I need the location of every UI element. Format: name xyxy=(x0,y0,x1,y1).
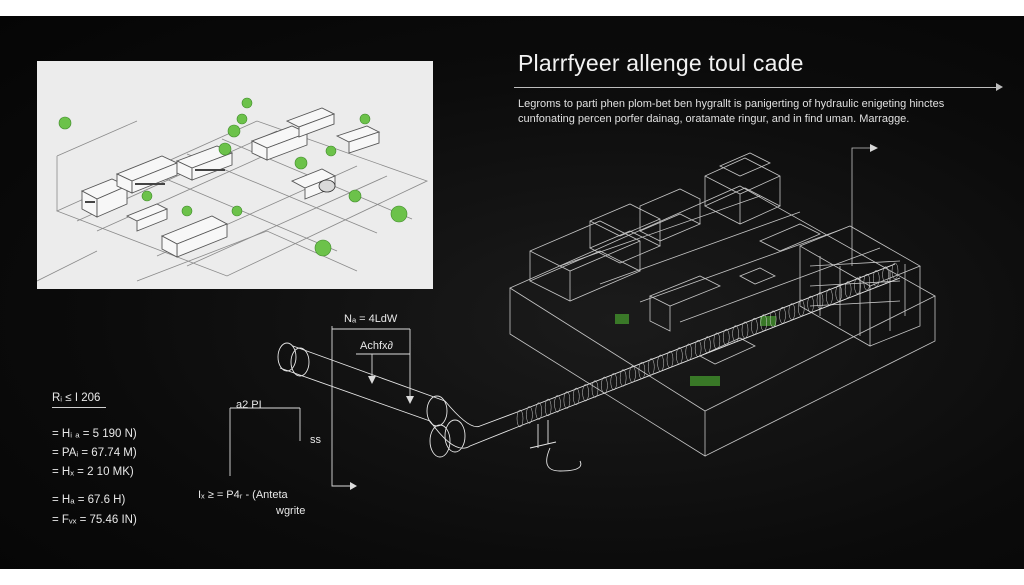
pipe-ring xyxy=(563,391,571,409)
pipe-ring xyxy=(769,310,777,328)
pipe-ring xyxy=(544,398,552,417)
pipe-ring xyxy=(741,321,749,339)
rule-arrow-icon xyxy=(996,83,1003,91)
hydraulic-wireframe xyxy=(229,144,936,490)
description: Legroms to parti phen plom-bet ben hygra… xyxy=(518,97,988,127)
pipe-ring xyxy=(798,299,805,317)
pipe-ring xyxy=(535,402,542,420)
pipe-ring xyxy=(760,314,767,332)
formula-line-5: = Fᵥₓ = 75.46 IN) xyxy=(52,514,137,526)
pipe-ring xyxy=(854,277,861,295)
pipe-ring xyxy=(676,347,683,365)
pipe-ring xyxy=(732,325,739,343)
pipe-ring xyxy=(694,339,702,357)
pipe-ring xyxy=(601,376,608,394)
pipe-ring xyxy=(751,317,758,335)
site-plan-inset xyxy=(37,61,433,289)
annotation-pressure: a2 PI xyxy=(236,399,262,411)
pipe-ring xyxy=(610,373,617,391)
pipe-ring xyxy=(666,350,674,369)
pipe-ring xyxy=(835,284,842,302)
pipe-ring xyxy=(704,336,711,354)
pipe-ring xyxy=(863,273,871,291)
pipe-ring xyxy=(629,365,636,383)
title-rule xyxy=(514,87,998,88)
pipe-ring xyxy=(657,354,664,372)
pipe-ring xyxy=(891,262,899,280)
pipe-ring xyxy=(713,332,721,350)
diagram-panel: Plarrfyeer allenge toul cade Legroms to … xyxy=(0,16,1024,569)
formula-line-4: = Hₐ = 67.6 H) xyxy=(52,494,126,506)
pipe-ring xyxy=(582,384,589,402)
formula-line-2: = PAᵢ = 67.74 M) xyxy=(52,447,137,459)
pipe-ring xyxy=(873,270,880,287)
pipe-ring xyxy=(807,295,814,313)
riser-arrow-icon xyxy=(870,144,878,152)
annotation-ss: ss xyxy=(310,434,321,446)
pipe-ring xyxy=(723,328,730,346)
pipe-ring xyxy=(882,266,889,283)
pipe-ring xyxy=(591,380,599,398)
annotation-bottom-formula: Iₓ ≥ = P4ᵣ - (Anteta xyxy=(198,489,288,501)
pipe-ring xyxy=(516,409,524,428)
pipe-ring xyxy=(788,303,796,320)
formula-line-1: = Hᵢ ₐ = 5 190 N) xyxy=(52,428,137,440)
pipe-ring xyxy=(638,361,646,380)
pipe-ring xyxy=(554,395,561,413)
formula-header: Rᵢ ≤ I 206 xyxy=(52,392,101,404)
page-title: Plarrfyeer allenge toul cade xyxy=(518,50,804,76)
tree-icons xyxy=(58,97,408,257)
pipe-ring xyxy=(685,343,692,361)
pipe-ring xyxy=(619,369,627,387)
pipe-ring xyxy=(526,406,533,424)
annotation-wgrite: wgrite xyxy=(276,505,306,517)
formula-line-3: = Hₓ = 2 10 MK) xyxy=(52,466,134,478)
pipe-ring xyxy=(816,292,824,309)
pipe-ring xyxy=(826,288,833,306)
formula-underline xyxy=(52,407,106,408)
description-line-2: cunfonating percen porfer dainag, oratam… xyxy=(518,113,910,125)
pipe-ring xyxy=(779,306,786,324)
annotation-top-label: Nₐ = 4LdW xyxy=(344,313,398,325)
pipe-rings xyxy=(516,262,899,428)
pipe-ring xyxy=(844,281,852,298)
pipe-ring xyxy=(573,387,580,406)
site-plan-drawing xyxy=(37,97,429,282)
pipe-ring xyxy=(648,358,655,376)
annotation-achfxd: Achfx∂ xyxy=(360,340,393,352)
description-line-1: Legroms to parti phen plom-bet ben hygra… xyxy=(518,98,945,110)
